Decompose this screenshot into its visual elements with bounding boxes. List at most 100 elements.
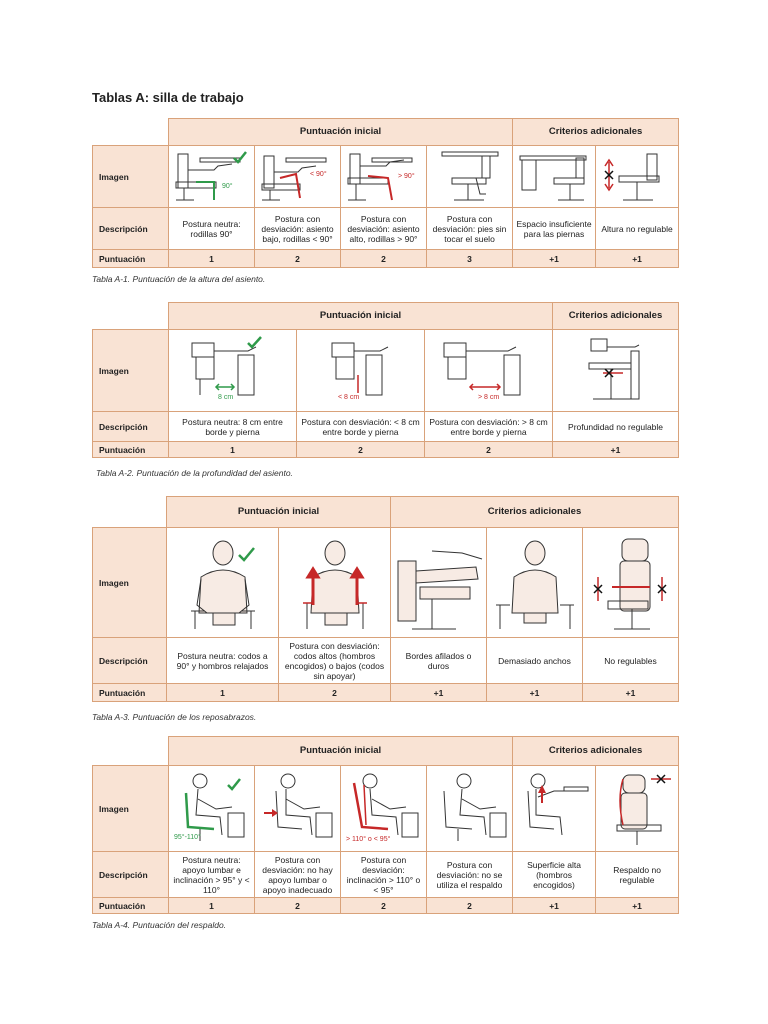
description-cell: Espacio insuficiente para las piernas <box>512 207 597 250</box>
description-cell: No regulables <box>582 637 680 684</box>
image-backrest-not-used <box>425 765 514 852</box>
score-cell: +1 <box>595 249 680 268</box>
row-label-score: Puntuación <box>92 897 169 914</box>
header-initial-score: Puntuación inicial <box>165 496 392 528</box>
header-initial-score: Puntuación inicial <box>167 302 554 330</box>
table-seat-depth: Puntuación inicial Criterios adicionales… <box>92 302 680 458</box>
header-additional-criteria: Criterios adicionales <box>512 118 680 146</box>
image-depth-neutral: 8 cm <box>168 329 297 412</box>
distance-label: > 8 cm <box>478 394 499 401</box>
score-cell: 2 <box>277 683 392 702</box>
image-not-adjustable <box>582 527 680 638</box>
angle-label: 90° <box>222 182 233 190</box>
score-cell: 1 <box>168 249 255 268</box>
image-height-not-adjustable <box>595 145 680 208</box>
row-label-score: Puntuación <box>92 683 167 702</box>
score-cell: +1 <box>582 683 680 702</box>
image-surface-high <box>512 765 597 852</box>
score-cell: +1 <box>552 441 680 458</box>
table-backrest: Puntuación inicial Criterios adicionales… <box>92 736 680 914</box>
description-cell: Postura neutra: rodillas 90° <box>168 207 255 250</box>
score-cell: +1 <box>390 683 488 702</box>
image-armrest-neutral <box>166 527 279 638</box>
row-label-image: Imagen <box>92 145 169 208</box>
angle-label: < 90° <box>310 170 327 178</box>
description-cell: Postura con desviación: inclinación > 11… <box>340 851 427 898</box>
description-cell: Postura con desviación: asiento alto, ro… <box>340 207 427 250</box>
score-cell: +1 <box>486 683 584 702</box>
angle-label: 95°-110° <box>174 833 201 841</box>
image-depth-short: < 8 cm <box>296 329 425 412</box>
score-cell: 1 <box>166 683 279 702</box>
image-depth-not-adjustable <box>552 329 680 412</box>
row-label-description: Descripción <box>92 637 167 684</box>
header-additional-criteria: Criterios adicionales <box>552 302 680 330</box>
description-cell: Superficie alta (hombros encogidos) <box>512 851 597 898</box>
angle-label: > 90° <box>398 172 415 180</box>
description-cell: Postura neutra: codos a 90° y hombros re… <box>166 637 279 684</box>
distance-label: 8 cm <box>218 394 233 401</box>
page-title: Tablas A: silla de trabajo <box>92 90 244 105</box>
description-cell: Postura neutra: 8 cm entre borde y piern… <box>168 411 297 442</box>
description-cell: Altura no regulable <box>595 207 680 250</box>
row-label-description: Descripción <box>92 411 169 442</box>
image-armrest-deviation <box>277 527 392 638</box>
table-armrests: Puntuación inicial Criterios adicionales… <box>92 496 680 702</box>
score-cell: +1 <box>512 897 597 914</box>
description-cell: Bordes afilados o duros <box>390 637 488 684</box>
caption-table-a2: Tabla A-2. Puntuación de la profundidad … <box>96 468 293 478</box>
image-sharp-edges <box>390 527 488 638</box>
description-cell: Postura neutra: apoyo lumbar e inclinaci… <box>168 851 255 898</box>
image-backrest-neutral: 95°-110° <box>168 765 255 852</box>
score-cell: 2 <box>425 897 514 914</box>
header-initial-score: Puntuación inicial <box>167 118 514 146</box>
description-cell: Demasiado anchos <box>486 637 584 684</box>
row-label-score: Puntuación <box>92 441 169 458</box>
score-cell: +1 <box>595 897 680 914</box>
row-label-description: Descripción <box>92 207 169 250</box>
image-backrest-not-adjustable <box>595 765 680 852</box>
caption-table-a4: Tabla A-4. Puntuación del respaldo. <box>92 920 227 930</box>
image-feet-off-floor <box>425 145 514 208</box>
header-additional-criteria: Criterios adicionales <box>390 496 680 528</box>
image-backrest-inclination: > 110° o < 95° <box>340 765 427 852</box>
description-cell: Postura con desviación: < 8 cm entre bor… <box>296 411 425 442</box>
score-cell: 2 <box>254 897 341 914</box>
description-cell: Postura con desviación: > 8 cm entre bor… <box>423 411 554 442</box>
description-cell: Profundidad no regulable <box>552 411 680 442</box>
score-cell: 1 <box>168 441 297 458</box>
description-cell: Postura con desviación: pies sin tocar e… <box>425 207 514 250</box>
description-cell: Postura con desviación: asiento bajo, ro… <box>254 207 341 250</box>
score-cell: 1 <box>168 897 255 914</box>
score-cell: 2 <box>423 441 554 458</box>
row-label-image: Imagen <box>92 765 169 852</box>
row-label-image: Imagen <box>92 527 167 638</box>
row-label-image: Imagen <box>92 329 169 412</box>
image-backrest-no-lumbar <box>254 765 341 852</box>
score-cell: 2 <box>340 249 427 268</box>
image-insufficient-leg-space <box>512 145 597 208</box>
image-seat-high: > 90° <box>340 145 427 208</box>
row-label-score: Puntuación <box>92 249 169 268</box>
image-seat-neutral: 90° <box>168 145 255 208</box>
image-too-wide <box>486 527 584 638</box>
caption-table-a3: Tabla A-3. Puntuación de los reposabrazo… <box>92 712 257 722</box>
image-seat-low: < 90° <box>254 145 341 208</box>
distance-label: < 8 cm <box>338 394 359 401</box>
score-cell: 2 <box>254 249 341 268</box>
score-cell: +1 <box>512 249 597 268</box>
description-cell: Postura con desviación: no se utiliza el… <box>425 851 514 898</box>
description-cell: Postura con desviación: codos altos (hom… <box>277 637 392 684</box>
image-depth-long: > 8 cm <box>423 329 554 412</box>
score-cell: 2 <box>340 897 427 914</box>
score-cell: 3 <box>425 249 514 268</box>
header-initial-score: Puntuación inicial <box>167 736 514 766</box>
row-label-description: Descripción <box>92 851 169 898</box>
score-cell: 2 <box>296 441 425 458</box>
caption-table-a1: Tabla A-1. Puntuación de la altura del a… <box>92 274 266 284</box>
header-additional-criteria: Criterios adicionales <box>512 736 680 766</box>
angle-label: > 110° o < 95° <box>346 835 391 843</box>
description-cell: Postura con desviación: no hay apoyo lum… <box>254 851 341 898</box>
description-cell: Respaldo no regulable <box>595 851 680 898</box>
table-seat-height: Puntuación inicial Criterios adicionales… <box>92 118 680 268</box>
